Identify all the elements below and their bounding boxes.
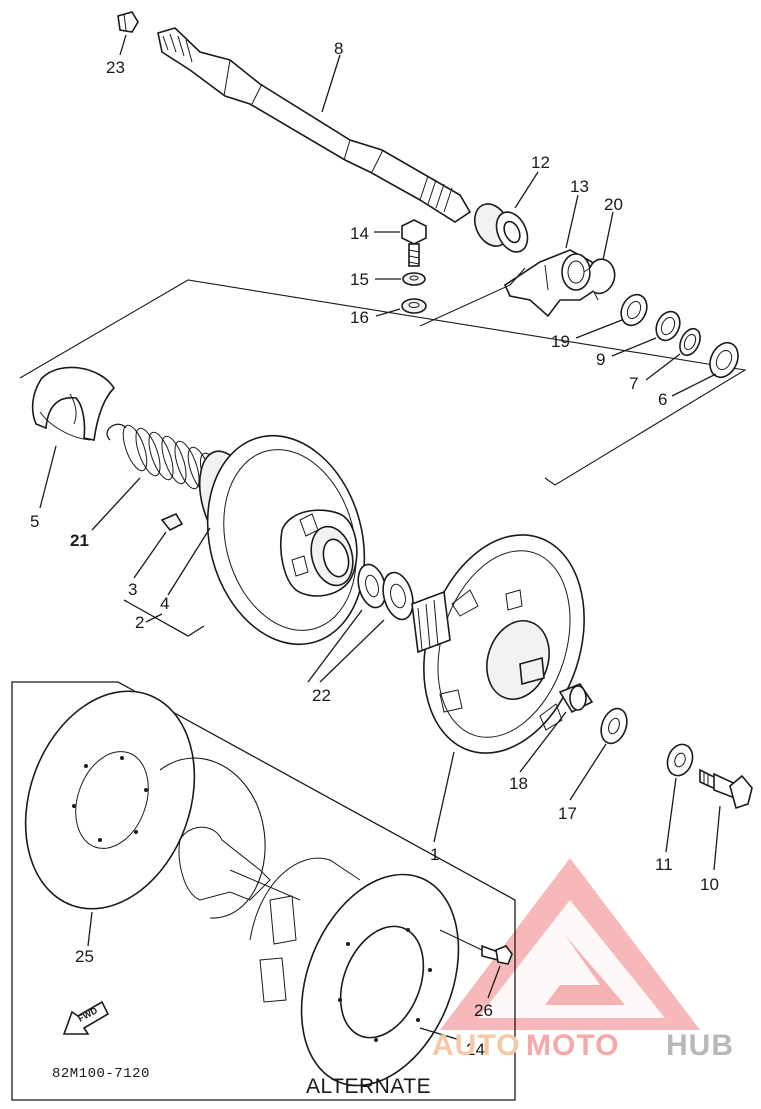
- part-25-alt-sheave: [24, 690, 196, 910]
- alternate-box: [11, 681, 516, 1101]
- callout-7: 7: [629, 374, 638, 393]
- part-24-alt-sheave: [249, 857, 460, 1087]
- leader-10: [713, 805, 721, 871]
- callout-21: 21: [70, 531, 89, 550]
- callout-15: 15: [350, 270, 369, 289]
- watermark-hub: HUB: [666, 1029, 734, 1062]
- callout-16: 16: [350, 308, 369, 327]
- automotohub-logo: [440, 858, 700, 1030]
- leader-22-a: [307, 609, 363, 683]
- part-2-sheave-assembly: [198, 434, 366, 646]
- part-26-bolt: [439, 929, 513, 965]
- callout-5: 5: [30, 512, 39, 531]
- part-18-collar: [558, 683, 594, 714]
- leader-7: [645, 353, 681, 381]
- leader-8: [321, 54, 341, 113]
- part-13-bracket: [503, 249, 599, 318]
- part-3-slider: [160, 512, 184, 532]
- part-9-shim: [655, 310, 681, 342]
- callout-14: 14: [350, 224, 369, 243]
- part-23-cap: [117, 11, 139, 33]
- leader-12: [514, 171, 539, 209]
- callout-25: 25: [75, 947, 94, 966]
- automotohub-watermark: AUTO MOTO HUB: [432, 1029, 734, 1062]
- callout-13: 13: [570, 177, 589, 196]
- callout-2: 2: [135, 613, 144, 632]
- part-15-lock-washer: [402, 272, 426, 286]
- part-12-bearing: [473, 203, 529, 253]
- watermark-moto: MOTO: [526, 1029, 619, 1062]
- leader-2-bracket: [123, 599, 205, 637]
- leader-25: [87, 911, 93, 947]
- callout-10: 10: [700, 875, 719, 894]
- part-20-circlip: [583, 258, 616, 301]
- watermark-auto: AUTO: [432, 1029, 520, 1062]
- callout-11: 11: [655, 855, 673, 874]
- callout-1: 1: [430, 845, 439, 864]
- leader-9: [611, 337, 657, 357]
- part-11-washer: [666, 743, 694, 777]
- callout-20: 20: [604, 195, 623, 214]
- alternate-label: ALTERNATE: [306, 1075, 431, 1098]
- leader-23: [119, 34, 127, 56]
- part-7-shim: [679, 327, 701, 357]
- leader-20: [602, 211, 614, 261]
- callout-19: 19: [551, 332, 570, 351]
- part-14-bolt: [401, 219, 427, 267]
- part-6-washer: [709, 341, 739, 379]
- callout-26: 26: [474, 1001, 493, 1020]
- callout-24: 24: [466, 1040, 485, 1059]
- drawing-code: 82M100-7120: [52, 1066, 150, 1082]
- part-16-washer: [401, 298, 427, 314]
- part-8-shaft: [157, 27, 472, 223]
- leader-11: [665, 777, 677, 853]
- leader-19: [575, 319, 623, 339]
- callout-23: 23: [106, 58, 125, 77]
- leader-4: [167, 527, 211, 596]
- callout-9: 9: [596, 350, 605, 369]
- part-17-washer: [600, 707, 628, 745]
- leader-16: [375, 308, 401, 317]
- leader-6: [671, 373, 717, 397]
- part-19-washer: [620, 293, 648, 327]
- leader-17: [569, 743, 607, 801]
- leader-24: [419, 1027, 461, 1041]
- callout-18: 18: [509, 774, 528, 793]
- part-22-washers: [357, 563, 414, 621]
- part-5-spring-seat: [31, 366, 116, 441]
- leader-1: [433, 751, 455, 843]
- callout-8: 8: [334, 39, 343, 58]
- leader-5: [39, 445, 57, 509]
- callout-6: 6: [658, 390, 667, 409]
- leader-2: [145, 613, 163, 623]
- leader-21: [91, 477, 141, 531]
- leader-26: [487, 965, 501, 999]
- callout-12: 12: [531, 153, 550, 172]
- assembly-outline-upper: [19, 279, 747, 486]
- leader-13: [565, 194, 579, 249]
- part-1-secondary-sheave: [411, 534, 585, 754]
- callout-4: 4: [160, 594, 169, 613]
- bolt-to-bracket-line: [419, 267, 526, 327]
- part-10-bolt: [699, 768, 753, 810]
- leader-3: [133, 531, 167, 579]
- leader-22-b: [319, 619, 385, 683]
- fwd-arrow: FWD: [62, 1000, 110, 1035]
- leader-18: [519, 711, 567, 773]
- callout-17: 17: [558, 804, 577, 823]
- callout-3: 3: [128, 580, 137, 599]
- alt-center-hub: [159, 757, 301, 919]
- callout-22: 22: [312, 686, 331, 705]
